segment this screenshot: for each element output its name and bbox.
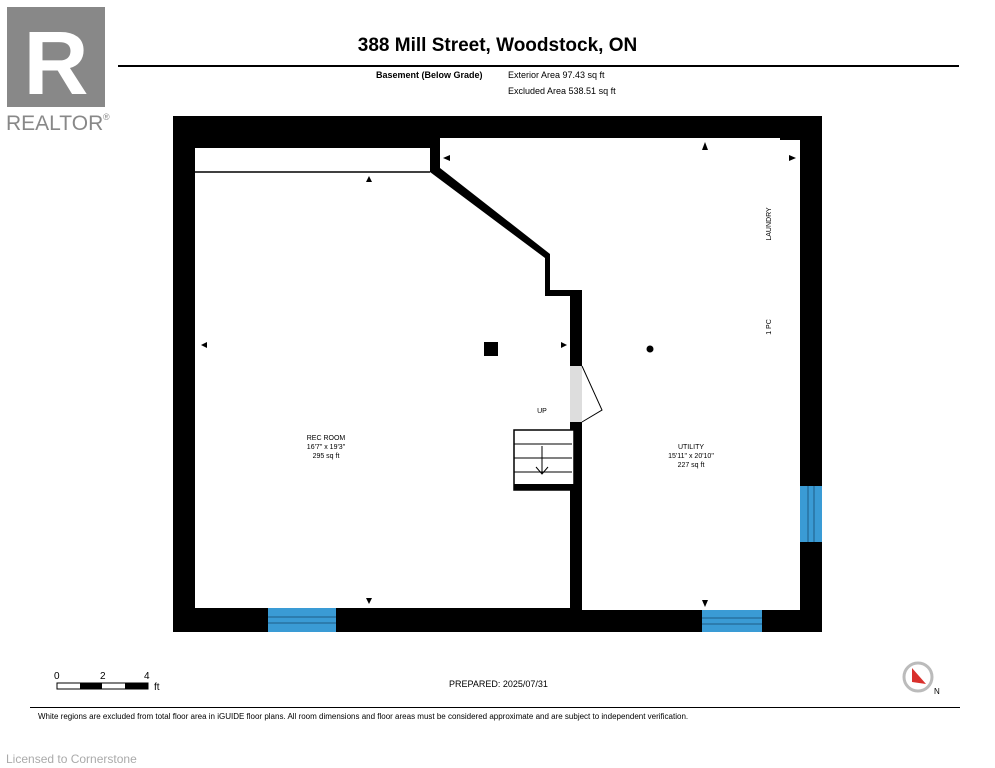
rec-room-area	[195, 148, 570, 608]
license-watermark: Licensed to Cornerstone	[6, 752, 137, 766]
footer-divider	[30, 707, 960, 708]
scale-unit: ft	[154, 682, 160, 693]
logo-mark: R	[24, 14, 89, 114]
disclaimer-text: White regions are excluded from total fl…	[38, 712, 689, 721]
support-post	[646, 345, 654, 353]
scale-tick-0: 0	[54, 671, 60, 682]
prepared-date: PREPARED: 2025/07/31	[449, 679, 548, 689]
logo-text: REALTOR	[6, 112, 103, 134]
level-name: Basement (Below Grade)	[376, 70, 483, 80]
title-divider	[118, 65, 959, 67]
utility-area	[440, 138, 800, 610]
rec-room-name: REC ROOM	[306, 435, 346, 442]
scale-tick-2: 2	[100, 671, 106, 682]
utility-dims: 15'11" x 20'10"	[668, 453, 714, 460]
window	[800, 486, 822, 542]
compass-icon: N	[902, 661, 940, 696]
realtor-logo: R REALTOR ®	[6, 7, 110, 134]
page-title: 388 Mill Street, Woodstock, ON	[357, 35, 638, 56]
excluded-area: Excluded Area 538.51 sq ft	[508, 86, 616, 96]
compass-north-label: N	[934, 687, 940, 696]
svg-text:®: ®	[103, 112, 110, 122]
rec-room-dims: 16'7" x 19'3"	[306, 444, 346, 451]
exterior-area: Exterior Area 97.43 sq ft	[508, 70, 605, 80]
rec-room-area-text: 295 sq ft	[312, 453, 340, 460]
window	[702, 610, 762, 632]
one-pc-label: 1 PC	[766, 319, 773, 335]
utility-name: UTILITY	[677, 444, 705, 451]
rec-room-label: REC ROOM 16'7" x 19'3" 295 sq ft	[296, 434, 356, 461]
stairs-label: UP	[537, 408, 547, 415]
window	[268, 608, 336, 632]
utility-area-text: 227 sq ft	[677, 462, 705, 469]
door	[570, 365, 603, 423]
support-column	[484, 342, 498, 356]
scale-tick-4: 4	[144, 671, 150, 682]
stairs	[513, 429, 576, 491]
utility-label: UTILITY 15'11" x 20'10" 227 sq ft	[654, 443, 728, 470]
laundry-label: LAUNDRY	[766, 207, 773, 241]
scale-bar	[56, 682, 149, 690]
dimension-markers	[201, 142, 796, 607]
